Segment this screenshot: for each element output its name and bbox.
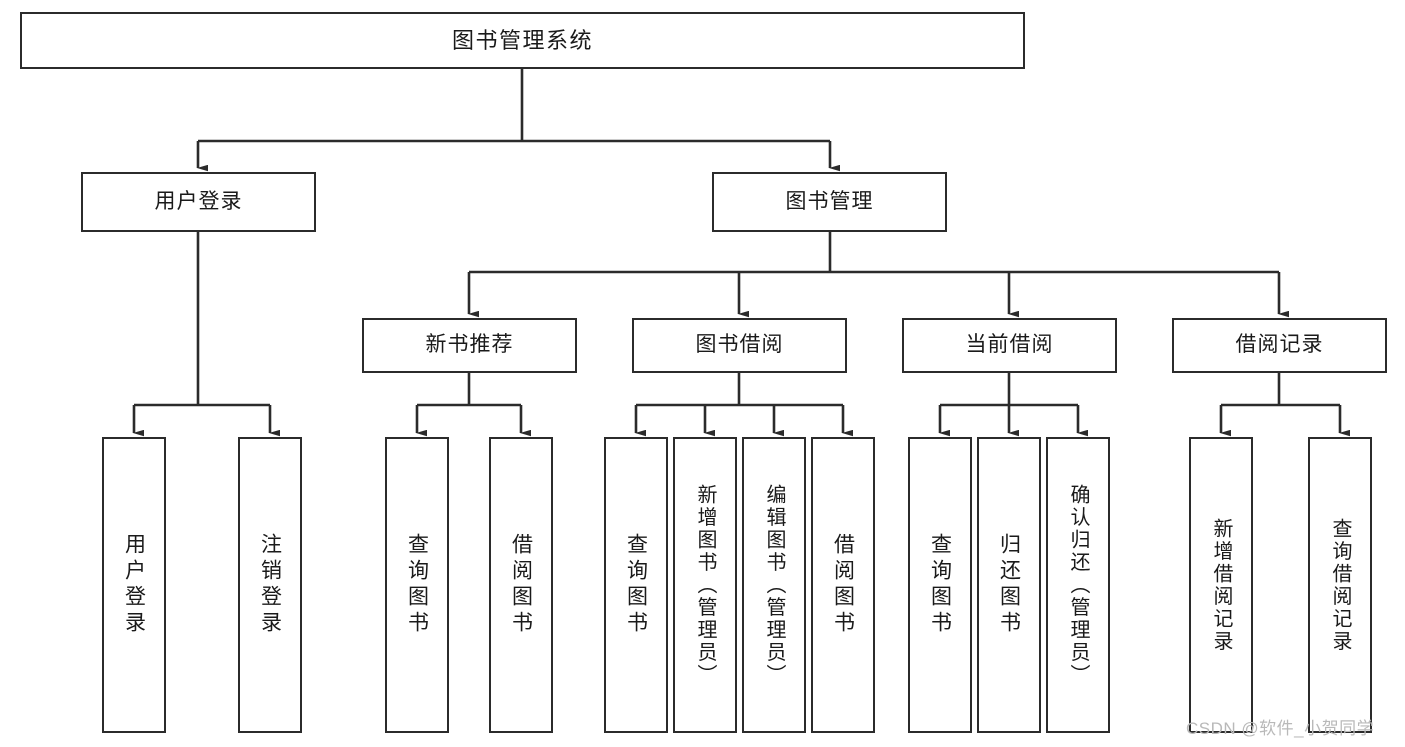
node-borrow-record[interactable]: 借阅记录 <box>1172 318 1387 373</box>
node-label: 确认归还（管理员） <box>1067 483 1089 687</box>
node-label: 查询图书 <box>624 533 648 637</box>
node-leaf-query-borrow-record[interactable]: 查询借阅记录 <box>1308 437 1372 733</box>
node-label: 借阅记录 <box>1235 333 1324 357</box>
node-label: 新书推荐 <box>425 333 514 357</box>
node-label: 注销登录 <box>258 533 282 637</box>
node-leaf-user-login[interactable]: 用户登录 <box>102 437 166 733</box>
node-leaf-add-borrow-record[interactable]: 新增借阅记录 <box>1189 437 1253 733</box>
node-label: 新增借阅记录 <box>1210 517 1232 653</box>
node-leaf-query-book-current[interactable]: 查询图书 <box>908 437 972 733</box>
node-label: 当前借阅 <box>965 333 1054 357</box>
node-leaf-borrow-book-recommend[interactable]: 借阅图书 <box>489 437 553 733</box>
node-label: 用户登录 <box>154 189 243 213</box>
node-label: 查询图书 <box>928 533 952 637</box>
node-label: 图书管理 <box>785 189 874 213</box>
node-leaf-add-book-admin[interactable]: 新增图书（管理员） <box>673 437 737 733</box>
node-root-book-management-system[interactable]: 图书管理系统 <box>20 12 1025 69</box>
node-leaf-return-book[interactable]: 归还图书 <box>977 437 1041 733</box>
node-label: 图书借阅 <box>695 333 784 357</box>
node-new-book-recommend[interactable]: 新书推荐 <box>362 318 577 373</box>
watermark: CSDN @软件_小贺同学 <box>1186 719 1375 738</box>
node-label: 查询借阅记录 <box>1329 517 1351 653</box>
node-label: 新增图书（管理员） <box>694 483 716 687</box>
node-current-borrow[interactable]: 当前借阅 <box>902 318 1117 373</box>
node-leaf-logout[interactable]: 注销登录 <box>238 437 302 733</box>
node-label: 归还图书 <box>997 533 1021 637</box>
node-leaf-query-book-recommend[interactable]: 查询图书 <box>385 437 449 733</box>
node-label: 查询图书 <box>405 533 429 637</box>
node-user-login[interactable]: 用户登录 <box>81 172 316 232</box>
node-leaf-borrow-book[interactable]: 借阅图书 <box>811 437 875 733</box>
node-book-borrow[interactable]: 图书借阅 <box>632 318 847 373</box>
node-label: 借阅图书 <box>831 533 855 637</box>
node-book-management[interactable]: 图书管理 <box>712 172 947 232</box>
node-label: 图书管理系统 <box>451 27 593 53</box>
node-leaf-query-book-borrow[interactable]: 查询图书 <box>604 437 668 733</box>
node-label: 借阅图书 <box>509 533 533 637</box>
node-label: 编辑图书（管理员） <box>763 483 785 687</box>
node-leaf-edit-book-admin[interactable]: 编辑图书（管理员） <box>742 437 806 733</box>
node-label: 用户登录 <box>122 533 146 637</box>
node-leaf-confirm-return-admin[interactable]: 确认归还（管理员） <box>1046 437 1110 733</box>
